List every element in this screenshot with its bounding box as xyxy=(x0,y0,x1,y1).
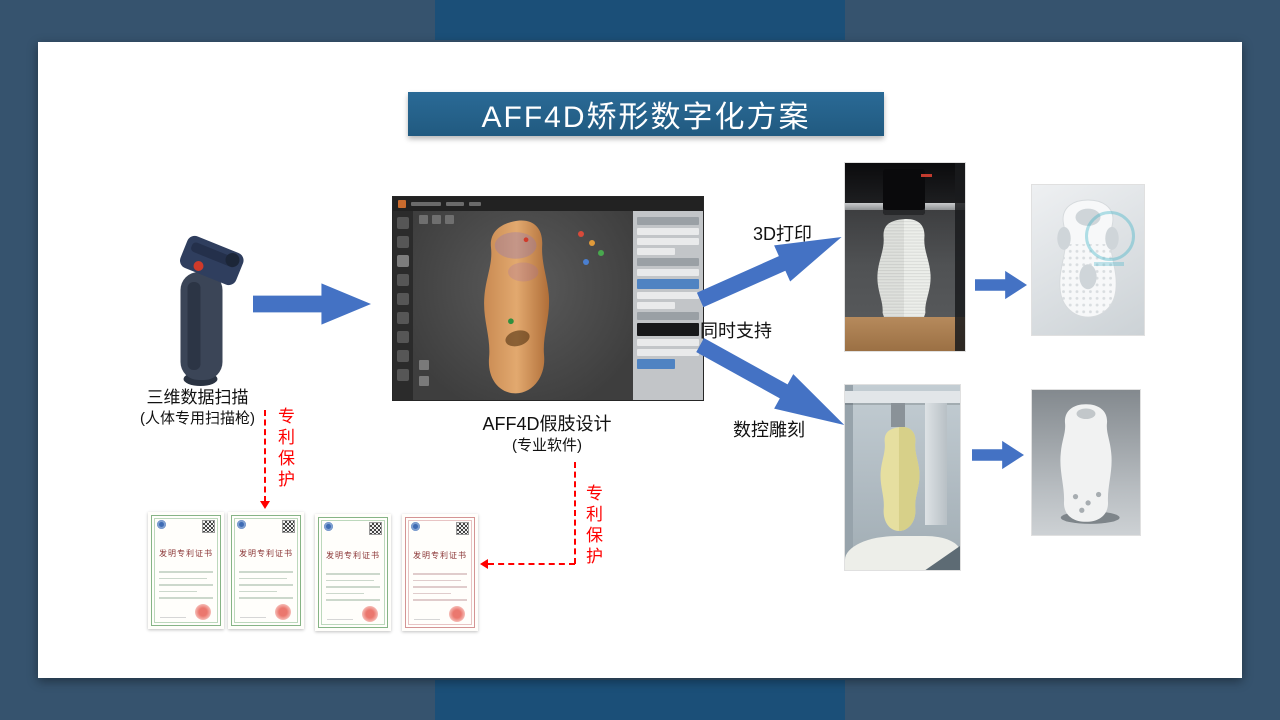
carved-torso xyxy=(1060,404,1120,524)
tool-icon xyxy=(397,217,409,229)
printed-torso xyxy=(877,218,931,319)
handheld-scanner-icon xyxy=(179,235,244,386)
patent-office-emblem-icon xyxy=(411,522,420,531)
view-button-icon xyxy=(419,376,429,386)
print-label: 3D打印 xyxy=(753,224,813,244)
red-seal-icon xyxy=(362,606,378,622)
deck-accent-bottom xyxy=(435,680,845,720)
tool-icon xyxy=(397,236,409,248)
scanner-label-line2: (人体专用扫描枪) xyxy=(140,410,255,428)
carved-result-photo xyxy=(1032,390,1140,535)
software-label-line2: (专业软件) xyxy=(512,437,582,455)
certificate-title: 发明专利证书 xyxy=(413,551,467,560)
certificate-title: 发明专利证书 xyxy=(239,549,293,558)
cnc-spindle-icon xyxy=(891,403,905,427)
cnc-column xyxy=(925,403,947,525)
tool-icon xyxy=(397,331,409,343)
cnc-photo xyxy=(845,385,960,570)
cnc-rail xyxy=(845,391,960,403)
software-3d-viewport xyxy=(413,211,633,400)
patent-connector-left xyxy=(264,410,266,502)
marker-orange-icon xyxy=(589,240,595,246)
qr-code-icon xyxy=(282,520,295,533)
carve-label: 数控雕刻 xyxy=(733,420,805,440)
software-logo-icon xyxy=(398,200,406,208)
patent-connector-right-vertical xyxy=(574,462,576,564)
patent-certificate-3: 发明专利证书 xyxy=(315,514,391,631)
tool-icon xyxy=(397,255,409,267)
tool-icon xyxy=(397,274,409,286)
patent-connector-right-horizontal xyxy=(488,563,575,565)
cnc-frame xyxy=(845,385,853,570)
software-tool-palette xyxy=(393,211,413,400)
patent-arrowhead-right-icon xyxy=(480,559,488,569)
tool-icon xyxy=(397,312,409,324)
slide-title: AFF4D矫形数字化方案 xyxy=(481,101,811,134)
software-screenshot xyxy=(393,197,703,400)
printer-frame xyxy=(955,163,965,351)
marker-blue-icon xyxy=(583,259,589,265)
certificate-title: 发明专利证书 xyxy=(326,551,380,560)
patent-certificate-1: 发明专利证书 xyxy=(148,512,224,629)
printer-extruder-icon xyxy=(883,169,932,215)
patent-certificate-4: 发明专利证书 xyxy=(402,514,478,631)
patent-arrowhead-left-icon xyxy=(260,501,270,509)
certificate-title: 发明专利证书 xyxy=(159,549,213,558)
tool-icon xyxy=(397,350,409,362)
software-titlebar xyxy=(393,197,703,211)
watermark-icon xyxy=(1085,211,1135,266)
red-seal-icon xyxy=(449,606,465,622)
qr-code-icon xyxy=(202,520,215,533)
qr-code-icon xyxy=(456,522,469,535)
marker-red-icon xyxy=(578,231,584,237)
red-seal-icon xyxy=(195,604,211,620)
lattice-brace xyxy=(1057,199,1119,318)
scanner-label: 三维数据扫描 (人体专用扫描枪) xyxy=(85,387,310,429)
foam-torso xyxy=(880,426,920,531)
software-label-line1: AFF4D假肢设计 xyxy=(482,414,612,434)
support-label: 同时支持 xyxy=(700,321,772,341)
viewport-toolbar xyxy=(419,215,454,224)
patent-office-emblem-icon xyxy=(237,520,246,529)
qr-code-icon xyxy=(369,522,382,535)
patent-protect-right: 专利保护 xyxy=(583,484,602,568)
scanner-image xyxy=(140,224,265,389)
tool-icon xyxy=(397,369,409,381)
red-seal-icon xyxy=(275,604,291,620)
view-button-icon xyxy=(419,360,429,370)
printed-brace-photo xyxy=(1032,185,1144,335)
patent-office-emblem-icon xyxy=(157,520,166,529)
title-banner: AFF4D矫形数字化方案 xyxy=(408,92,884,136)
printer-bed xyxy=(845,317,965,351)
software-properties-panel xyxy=(633,211,703,400)
patent-certificate-2: 发明专利证书 xyxy=(228,512,304,629)
patent-protect-left: 专利保护 xyxy=(275,407,294,491)
deck-accent-top xyxy=(435,0,845,40)
printer-photo xyxy=(845,163,965,351)
software-label: AFF4D假肢设计 (专业软件) xyxy=(442,413,652,456)
tool-icon xyxy=(397,293,409,305)
marker-green-icon xyxy=(598,250,604,256)
scanner-label-line1: 三维数据扫描 xyxy=(146,388,249,407)
patent-office-emblem-icon xyxy=(324,522,333,531)
scanned-torso-model xyxy=(484,220,550,394)
